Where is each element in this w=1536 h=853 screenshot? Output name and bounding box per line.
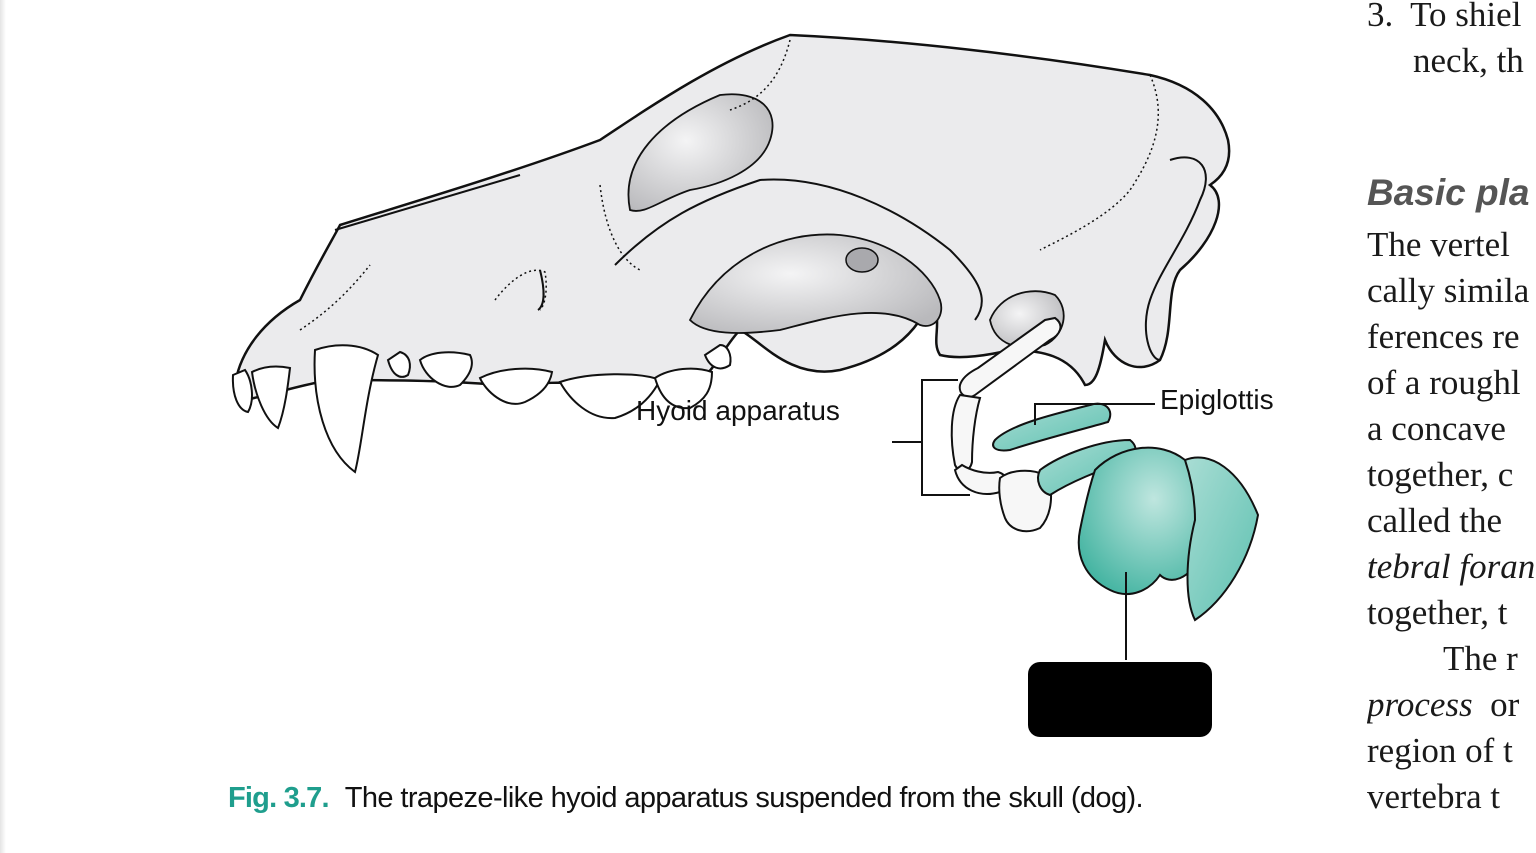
right-column-text: 3. To shiel neck, th Basic pla The verte… <box>1367 0 1536 853</box>
epihyoid <box>950 393 982 473</box>
redacted-label-box <box>1028 662 1212 737</box>
para1-line-5: a concave <box>1367 409 1506 448</box>
molar-1 <box>653 367 714 410</box>
hyoid-bones <box>950 316 1062 533</box>
epiglottis-label: Epiglottis <box>1160 384 1274 415</box>
thyroid-cartilage <box>1077 446 1206 595</box>
para1-line-9: together, t <box>1367 593 1508 632</box>
para1-line-4: of a roughl <box>1367 363 1521 402</box>
incisor-2 <box>250 365 292 430</box>
figure-caption-text: The trapeze-like hyoid apparatus suspend… <box>344 782 1144 814</box>
molar-2 <box>703 343 732 370</box>
para1-line-3: ferences re <box>1367 317 1520 356</box>
epiglottis-leader <box>1034 403 1155 425</box>
figure-number: Fig. 3.7. <box>228 782 330 814</box>
skull <box>233 33 1231 402</box>
leader-lines <box>892 379 1155 660</box>
section-heading: Basic pla <box>1367 172 1530 213</box>
para1-line-7: called the <box>1367 501 1503 540</box>
zygomatic-arch <box>614 178 983 321</box>
hyoid-bracket <box>921 379 970 496</box>
skull-outline <box>233 33 1231 402</box>
premolar-3 <box>478 367 554 405</box>
list-item-line2: neck, th <box>1413 41 1524 80</box>
incisor-1 <box>231 368 253 414</box>
basihyoid <box>998 469 1052 533</box>
teeth <box>231 343 732 474</box>
hyoid-apparatus-label: Hyoid apparatus <box>636 395 840 426</box>
para2-line-3: region of t <box>1367 731 1513 770</box>
larynx <box>992 402 1260 622</box>
carnassial <box>558 373 662 420</box>
temporal-fossa <box>627 93 774 212</box>
para2-line-4: vertebra t <box>1367 777 1501 816</box>
optic-foramen <box>845 247 879 273</box>
para1-line-8: tebral foran <box>1367 547 1536 586</box>
page-edge <box>0 0 6 853</box>
canine <box>313 344 380 474</box>
para2-line-1: The r <box>1443 639 1518 678</box>
para2-line-2: process or <box>1367 685 1520 724</box>
cricoid-cartilage <box>1183 456 1260 622</box>
premolar-1 <box>386 350 411 378</box>
sagittal-crest <box>334 174 521 231</box>
figure-caption: Fig. 3.7. The trapeze-like hyoid apparatu… <box>228 782 1144 815</box>
occipital-condyle <box>1144 156 1207 361</box>
epiglottis-shape <box>992 402 1112 452</box>
premolar-2 <box>418 351 473 388</box>
para1-line-6: together, c <box>1367 455 1514 494</box>
list-item-line1: 3. To shiel <box>1367 0 1522 34</box>
para1-line-1: The vertel <box>1367 225 1510 264</box>
para1-line-2: cally simila <box>1367 271 1530 310</box>
